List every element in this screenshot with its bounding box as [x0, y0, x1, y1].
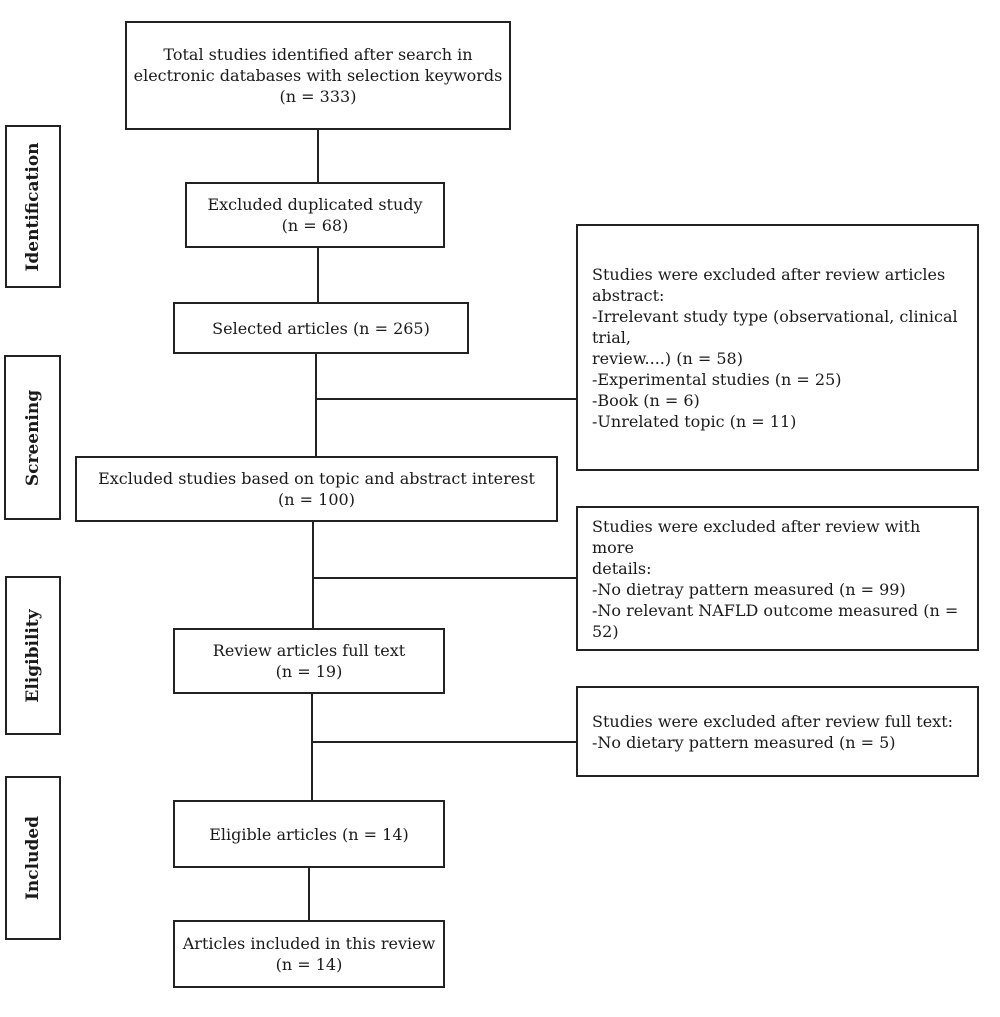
excluded-topic-count: (n = 100)	[278, 490, 355, 509]
stage-eligibility-label: Eligibility	[23, 608, 43, 703]
stage-identification-label: Identification	[23, 141, 43, 272]
abstract-exclusion-line-3: -Irrelevant study type (observational, c…	[592, 306, 958, 347]
excluded-topic-box: Excluded studies based on topic and abst…	[75, 456, 558, 522]
eligible-articles-label: Eligible articles (n = 14)	[209, 824, 409, 844]
total-studies-box: Total studies identified after search in…	[125, 21, 511, 130]
detail-exclusion-box: Studies were excluded after review with …	[576, 506, 979, 651]
stage-identification: Identification	[5, 125, 61, 288]
stage-eligibility: Eligibility	[5, 576, 61, 735]
abstract-exclusion-line-6: -Book (n = 6)	[592, 390, 700, 410]
stage-screening-label: Screening	[22, 389, 43, 486]
abstract-exclusion-line-1: Studies were excluded after review artic…	[592, 264, 946, 284]
fulltext-exclusion-line-2: -No dietary pattern measured (n = 5)	[592, 732, 896, 752]
stage-screening: Screening	[4, 355, 61, 520]
excluded-duplicated-box: Excluded duplicated study (n = 68)	[185, 182, 445, 248]
excluded-topic-label: Excluded studies based on topic and abst…	[98, 469, 535, 488]
eligible-articles-box: Eligible articles (n = 14)	[173, 800, 445, 868]
detail-exclusion-line-3: -No dietray pattern measured (n = 99)	[592, 579, 906, 599]
total-studies-line-2: electronic databases with selection keyw…	[133, 66, 503, 85]
selected-articles-box: Selected articles (n = 265)	[173, 302, 469, 354]
review-full-text-count: (n = 19)	[275, 662, 343, 681]
total-studies-line-1: Total studies identified after search in	[163, 45, 473, 64]
review-full-text-box: Review articles full text (n = 19)	[173, 628, 445, 694]
review-full-text-label: Review articles full text	[212, 641, 406, 660]
included-articles-box: Articles included in this review (n = 14…	[173, 920, 445, 988]
abstract-exclusion-box: Studies were excluded after review artic…	[576, 224, 979, 471]
fulltext-exclusion-line-1: Studies were excluded after review full …	[592, 711, 954, 731]
abstract-exclusion-line-5: -Experimental studies (n = 25)	[592, 369, 842, 389]
stage-included: Included	[5, 776, 61, 940]
detail-exclusion-line-2: details:	[592, 558, 652, 578]
stage-included-label: Included	[23, 815, 43, 901]
detail-exclusion-line-4: -No relevant NAFLD outcome measured (n =…	[592, 600, 959, 641]
excluded-duplicated-count: (n = 68)	[281, 216, 349, 235]
total-studies-count: (n = 333)	[279, 87, 357, 106]
fulltext-exclusion-box: Studies were excluded after review full …	[576, 686, 979, 777]
excluded-duplicated-label: Excluded duplicated study	[207, 195, 423, 214]
abstract-exclusion-line-4: review....) (n = 58)	[592, 348, 743, 368]
included-articles-count: (n = 14)	[275, 955, 343, 974]
selected-articles-label: Selected articles (n = 265)	[212, 318, 430, 338]
abstract-exclusion-line-2: abstract:	[592, 285, 665, 305]
included-articles-label: Articles included in this review	[182, 934, 436, 953]
detail-exclusion-line-1: Studies were excluded after review with …	[592, 516, 921, 557]
abstract-exclusion-line-7: -Unrelated topic (n = 11)	[592, 411, 797, 431]
